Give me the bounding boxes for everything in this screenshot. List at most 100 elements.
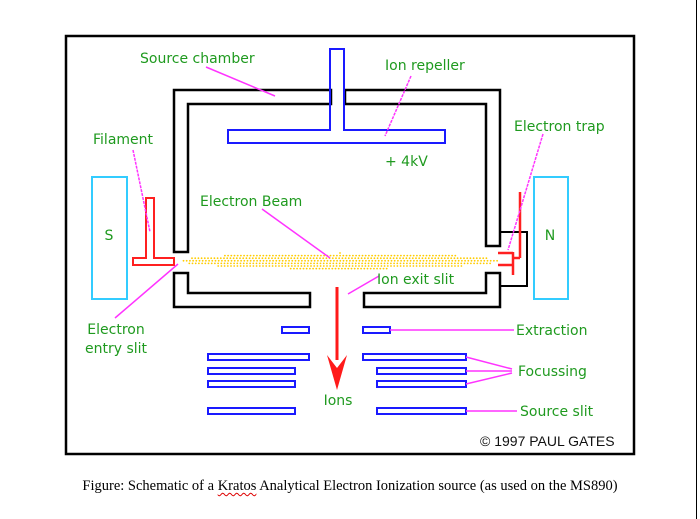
beam-dot (428, 265, 431, 267)
beam-dot (473, 259, 476, 262)
beam-dot (303, 265, 306, 267)
beam-dot (265, 259, 268, 262)
leader-electron-beam (261, 208, 331, 259)
electron-beam (182, 252, 498, 270)
beam-dot (441, 254, 444, 257)
label-extraction: Extraction (516, 323, 587, 339)
beam-dot (344, 257, 347, 260)
beam-dot (451, 259, 454, 262)
leader-ion-exit-slit (347, 275, 380, 295)
beam-dot (258, 262, 261, 265)
beam-dot (479, 257, 481, 260)
beam-dot (310, 262, 312, 265)
beam-dot (345, 259, 348, 262)
beam-dot (210, 257, 213, 260)
beam-dot (370, 265, 373, 267)
beam-dot (380, 254, 383, 257)
beam-dot (317, 259, 319, 262)
figure-frame (64, 34, 636, 456)
beam-dot (261, 257, 264, 260)
beam-dot (342, 259, 345, 262)
beam-dot (421, 257, 424, 260)
extraction-plate-left (281, 326, 310, 334)
beam-dot (256, 254, 258, 257)
beam-dot (306, 262, 309, 265)
beam-dot (217, 259, 220, 262)
beam-dot (349, 259, 351, 262)
beam-dot (306, 257, 309, 260)
beam-dot (223, 257, 225, 260)
beam-dot (466, 257, 469, 260)
beam-dot (431, 262, 434, 265)
beam-dot (242, 262, 245, 265)
beam-dot (333, 259, 335, 262)
beam-dot (310, 265, 312, 267)
beam-dot (367, 262, 370, 265)
beam-dot (464, 259, 466, 262)
beam-dot (290, 262, 293, 265)
beam-dot (245, 257, 248, 260)
beam-dot (197, 257, 200, 260)
beam-dot (224, 259, 227, 262)
beam-dot (377, 262, 379, 265)
beam-dot (331, 257, 334, 260)
beam-dot (265, 265, 268, 267)
beam-dot (353, 267, 356, 270)
beam-dot (291, 259, 294, 262)
beam-dot (482, 257, 485, 260)
beam-dot (366, 267, 369, 270)
caption-misspelled-word: Kratos (217, 478, 257, 494)
beam-dot (284, 265, 287, 267)
beam-dot (459, 257, 462, 260)
beam-dot (249, 254, 252, 257)
beam-dot (460, 265, 463, 267)
beam-dot (360, 267, 362, 270)
beam-dot (287, 262, 290, 265)
beam-dot (360, 257, 363, 260)
beam-dot (236, 262, 239, 265)
beam-dot (365, 259, 367, 262)
beam-dot (315, 267, 318, 270)
beam-dot (271, 262, 274, 265)
beam-dot (392, 257, 395, 260)
beam-dot (316, 254, 319, 257)
beam-dot (243, 254, 246, 257)
beam-dot (347, 267, 350, 270)
beam-dot (412, 254, 415, 257)
leader-lines (114, 66, 544, 412)
beam-dot (415, 262, 418, 265)
focus-plate-left-3 (207, 380, 296, 388)
beam-dot (302, 267, 305, 270)
beam-dot (338, 262, 341, 265)
beam-dot (248, 257, 251, 260)
beam-dot (299, 257, 302, 260)
beam-dot (320, 259, 322, 262)
beam-dot (438, 265, 440, 267)
beam-dot (310, 254, 313, 257)
beam-dot (249, 262, 252, 265)
beam-dot (335, 257, 337, 260)
beam-dot (294, 262, 296, 265)
beam-dot (385, 267, 388, 270)
beam-dot (269, 259, 271, 262)
beam-dot (412, 262, 415, 265)
beam-dot (406, 259, 409, 262)
beam-dot (236, 265, 239, 267)
beam-dot (194, 262, 197, 265)
beam-dot (226, 265, 229, 267)
beam-dot (396, 254, 399, 257)
beam-dot (469, 257, 472, 260)
beam-dot (345, 254, 348, 257)
beam-dot (368, 259, 370, 262)
label-ion-exit-slit: Ion exit slit (377, 272, 455, 288)
beam-dot (403, 254, 405, 257)
beam-dot (201, 259, 204, 262)
beam-dot (251, 257, 254, 260)
beam-dot (332, 265, 335, 267)
beam-dot (454, 259, 457, 262)
beam-dot (384, 259, 386, 262)
beam-dot (303, 262, 306, 265)
beam-dot (438, 254, 441, 257)
beam-dot (182, 259, 185, 262)
beam-dot (437, 257, 440, 260)
